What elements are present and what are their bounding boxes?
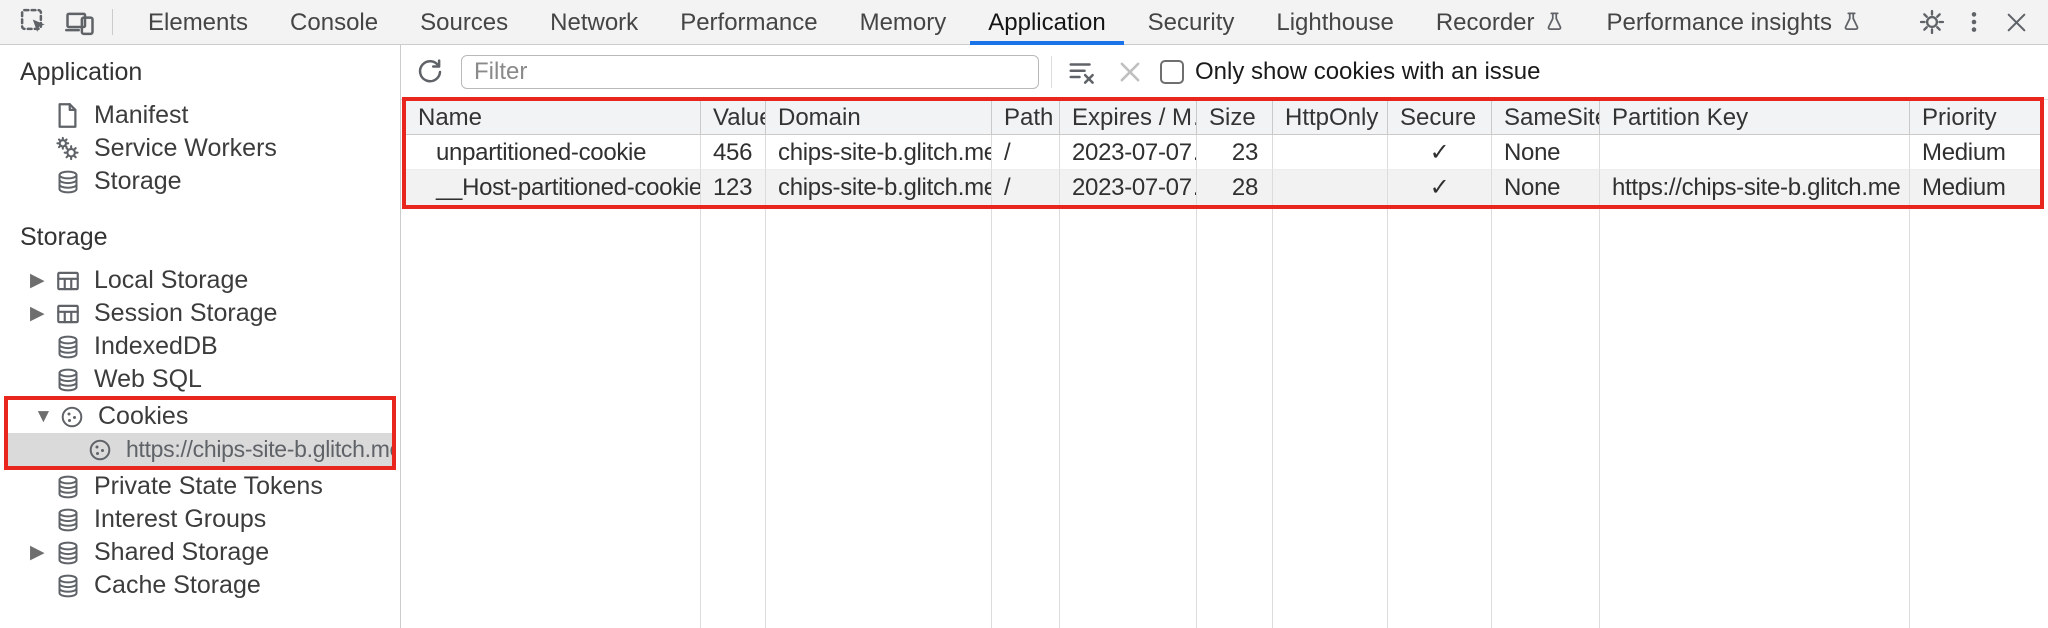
- sidebar-item-local-storage[interactable]: ▶ Local Storage: [30, 266, 249, 294]
- experiment-flask-icon: [1841, 10, 1862, 35]
- sidebar-item-indexeddb[interactable]: IndexedDB: [0, 330, 400, 363]
- device-toolbar-icon[interactable]: [64, 6, 96, 38]
- tab-network[interactable]: Network: [550, 8, 639, 36]
- sidebar-item-manifest[interactable]: Manifest: [0, 99, 400, 132]
- issue-filter-checkbox[interactable]: [1160, 60, 1184, 84]
- tab-memory[interactable]: Memory: [859, 8, 947, 36]
- sidebar-item-shared-storage[interactable]: ▶ Shared Storage: [30, 538, 270, 566]
- section-title-storage: Storage: [20, 223, 108, 251]
- cookie-row-host-partitioned[interactable]: __Host-partitioned-cookie 123 chips-site…: [406, 170, 2040, 205]
- column-header-name[interactable]: Name: [406, 101, 701, 135]
- sidebar-item-cookies[interactable]: ▼ Cookies: [34, 402, 189, 430]
- secure-checkmark[interactable]: ✓: [1388, 135, 1492, 170]
- expander-collapsed-icon[interactable]: ▶: [30, 303, 45, 324]
- column-header-samesite[interactable]: SameSite: [1492, 101, 1600, 135]
- sidebar-item-service-workers[interactable]: Service Workers: [0, 132, 400, 165]
- tab-sources[interactable]: Sources: [420, 8, 509, 36]
- experiment-flask-icon: [1544, 10, 1565, 35]
- cookie-icon: [58, 403, 85, 430]
- column-header-path[interactable]: Path: [992, 101, 1060, 135]
- tab-application[interactable]: Application: [967, 0, 1126, 45]
- database-icon: [54, 168, 81, 195]
- expander-collapsed-icon[interactable]: ▶: [30, 270, 45, 291]
- database-icon: [54, 506, 81, 533]
- toolbar-separator: [1051, 56, 1052, 88]
- settings-gear-icon[interactable]: [1916, 6, 1948, 38]
- table-icon: [54, 267, 81, 294]
- tab-performance[interactable]: Performance: [680, 8, 818, 36]
- clear-filter-icon[interactable]: [1066, 56, 1098, 88]
- empty-grid-columns: [406, 209, 2040, 628]
- column-header-secure[interactable]: Secure: [1388, 101, 1492, 135]
- inspect-element-icon[interactable]: [18, 6, 50, 38]
- database-icon: [54, 539, 81, 566]
- gears-icon: [54, 135, 81, 162]
- cookie-table-highlight-box: Name Value Domain Path Expires / M… Size…: [402, 97, 2044, 209]
- sidebar-item-cookie-origin[interactable]: https://chips-site-b.glitch.me: [8, 433, 392, 466]
- column-header-domain[interactable]: Domain: [766, 101, 992, 135]
- close-icon[interactable]: [2000, 6, 2032, 38]
- column-header-httponly[interactable]: HttpOnly: [1273, 101, 1388, 135]
- column-header-priority[interactable]: Priority: [1910, 101, 2040, 135]
- document-icon: [54, 102, 81, 129]
- cookie-icon: [86, 436, 113, 463]
- table-icon: [54, 300, 81, 327]
- tab-security[interactable]: Security: [1147, 8, 1235, 36]
- delete-icon[interactable]: [1114, 56, 1146, 88]
- tabbar-right-controls: [1916, 6, 2048, 38]
- expander-expanded-icon[interactable]: ▼: [34, 405, 53, 427]
- tab-elements[interactable]: Elements: [148, 8, 249, 36]
- section-title-application: Application: [20, 58, 143, 86]
- column-header-partition-key[interactable]: Partition Key: [1600, 101, 1910, 135]
- filter-input[interactable]: [461, 55, 1039, 89]
- tab-console[interactable]: Console: [290, 8, 379, 36]
- sidebar-item-private-state-tokens[interactable]: Private State Tokens: [0, 470, 400, 503]
- sidebar-item-cache-storage[interactable]: Cache Storage: [0, 569, 400, 602]
- kebab-menu-icon[interactable]: [1958, 6, 1990, 38]
- database-icon: [54, 572, 81, 599]
- devtools-tabbar: Elements Console Sources Network Perform…: [0, 0, 2048, 45]
- cookie-table-header: Name Value Domain Path Expires / M… Size…: [406, 101, 2040, 135]
- tab-performance-insights[interactable]: Performance insights: [1586, 0, 1883, 45]
- column-header-expires[interactable]: Expires / M…: [1060, 101, 1197, 135]
- tab-recorder[interactable]: Recorder: [1415, 0, 1586, 45]
- sidebar-item-web-sql[interactable]: Web SQL: [0, 363, 400, 396]
- cookies-highlight-box: ▼ Cookies https://chips-site-b.glitch.me: [4, 396, 396, 470]
- application-sidebar: Application Manifest Se: [0, 45, 401, 628]
- devtools-body: Application Manifest Se: [0, 45, 2048, 628]
- database-icon: [54, 473, 81, 500]
- sidebar-item-interest-groups[interactable]: Interest Groups: [0, 503, 400, 536]
- column-header-value[interactable]: Value: [701, 101, 766, 135]
- expander-collapsed-icon[interactable]: ▶: [30, 542, 45, 563]
- cookies-panel: Only show cookies with an issue Name Val…: [401, 45, 2048, 628]
- database-icon: [54, 333, 81, 360]
- sidebar-item-storage[interactable]: Storage: [0, 165, 400, 198]
- secure-checkmark[interactable]: ✓: [1388, 170, 1492, 205]
- issue-filter-label: Only show cookies with an issue: [1195, 58, 1541, 85]
- refresh-icon[interactable]: [415, 57, 445, 87]
- tab-lighthouse[interactable]: Lighthouse: [1276, 8, 1394, 36]
- cookie-row-unpartitioned[interactable]: unpartitioned-cookie 456 chips-site-b.gl…: [406, 135, 2040, 170]
- column-header-size[interactable]: Size: [1197, 101, 1273, 135]
- cookies-toolbar: Only show cookies with an issue: [401, 45, 2048, 100]
- tabbar-separator: [112, 9, 113, 35]
- sidebar-item-session-storage[interactable]: ▶ Session Storage: [30, 299, 278, 327]
- database-icon: [54, 366, 81, 393]
